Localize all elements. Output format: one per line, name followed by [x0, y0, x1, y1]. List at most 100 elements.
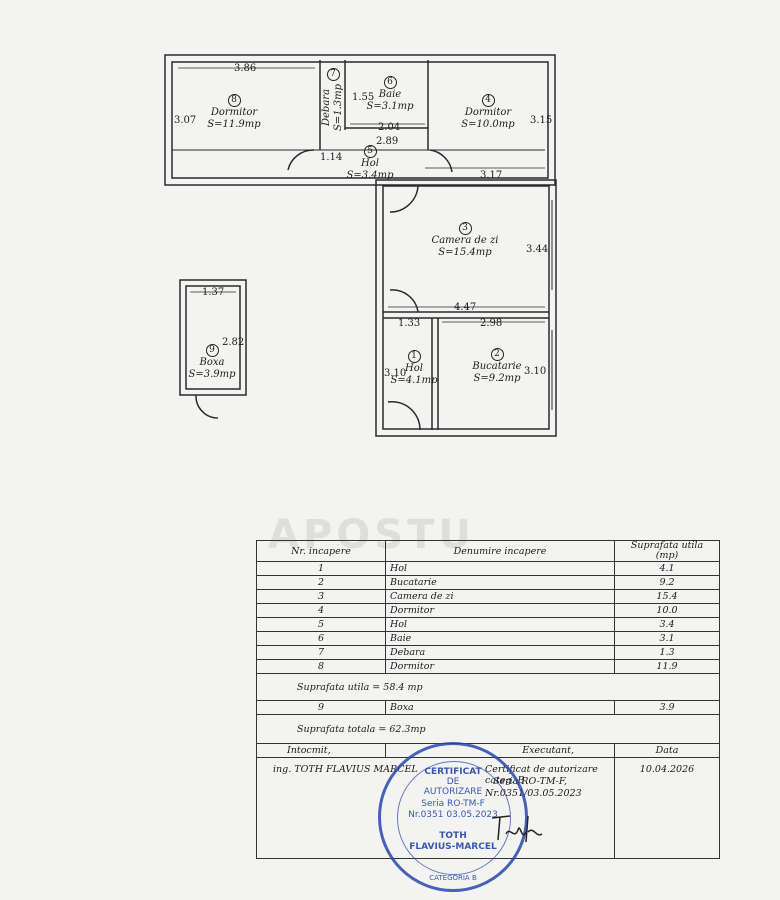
- table-cell: 7: [256, 645, 386, 660]
- grand-total-row: Suprafata totala = 62.3mp: [256, 714, 720, 744]
- room-6: 6 Baie S=3.1mp: [360, 76, 420, 113]
- table-cell: 1.3: [614, 645, 720, 660]
- table-cell: 2: [256, 575, 386, 590]
- table-cell: Hol: [385, 617, 615, 632]
- room-number: 2: [490, 348, 504, 361]
- room-number: 5: [363, 145, 377, 158]
- dimension-label: 1.33: [398, 318, 421, 329]
- table-cell: Debara: [385, 645, 615, 660]
- room-7: 7 Debara S=1.3mp: [320, 68, 346, 131]
- stamp-text: Seria RO-TM-F: [421, 799, 485, 809]
- table-cell: Hol: [385, 561, 615, 576]
- cert-line: Seria RO-TM-F,: [493, 776, 567, 787]
- room-area: S=3.4mp: [346, 170, 394, 181]
- room-name: Baie: [378, 89, 402, 100]
- authorization-stamp: CERTIFICAT DE AUTORIZARE Seria RO-TM-F N…: [378, 742, 528, 892]
- table-cell: 9: [256, 700, 386, 715]
- stamp-text: TOTH: [439, 831, 467, 841]
- dimension-label: 3.44: [526, 244, 549, 255]
- dimension-label: 2.04: [378, 122, 401, 133]
- room-area: S=4.1mp: [390, 375, 438, 386]
- dimension-label: 2.89: [376, 136, 399, 147]
- footer-label: Data: [614, 743, 720, 758]
- dimension-label: 4.47: [454, 302, 477, 313]
- room-number: 1: [407, 350, 421, 363]
- stamp-text: FLAVIUS-MARCEL: [409, 842, 497, 852]
- grand-total: Suprafata totala = 62.3mp: [256, 714, 720, 744]
- table-cell: 3.1: [614, 631, 720, 646]
- room-name: Dormitor: [464, 107, 512, 118]
- table-cell: Baie: [385, 631, 615, 646]
- room-1: 1 Hol S=4.1mp: [388, 350, 440, 387]
- room-number: 4: [481, 94, 495, 107]
- room-2: 2 Bucatarie S=9.2mp: [462, 348, 532, 385]
- dimension-label: 2.82: [222, 337, 245, 348]
- table-cell: Dormitor: [385, 659, 615, 674]
- room-area: S=11.9mp: [207, 119, 261, 130]
- table-header: Denumire incapere: [385, 540, 615, 562]
- room-area: S=9.2mp: [473, 373, 521, 384]
- room-name: Dormitor: [210, 107, 258, 118]
- room-name: Bucatarie: [472, 361, 522, 372]
- room-number: 6: [383, 76, 397, 89]
- stamp-text: Nr.0351 03.05.2023: [408, 810, 498, 820]
- table-cell: 3.9: [614, 700, 720, 715]
- table-cell: 5: [256, 617, 386, 632]
- stamp-inner-ring: [397, 761, 511, 875]
- room-name: Debara: [321, 88, 332, 126]
- table-cell: 10.0: [614, 603, 720, 618]
- dimension-label: 3.17: [480, 170, 503, 181]
- util-total: Suprafata utila = 58.4 mp: [256, 673, 720, 701]
- room-8: 8 Dormitor S=11.9mp: [184, 94, 284, 131]
- table-cell: Boxa: [385, 700, 615, 715]
- room-5: 5 Hol S=3.4mp: [336, 145, 404, 182]
- dimension-label: 3.86: [234, 63, 257, 74]
- signature-icon: [491, 815, 543, 843]
- room-area: S=3.1mp: [366, 101, 414, 112]
- table-header-row: Nr. incapere Denumire incapere Suprafata…: [256, 540, 720, 562]
- stamp-text: CATEGORIA B: [429, 874, 477, 882]
- table-cell: 8: [256, 659, 386, 674]
- room-4: 4 Dormitor S=10.0mp: [448, 94, 528, 131]
- footer-label: Intocmit,: [256, 743, 386, 758]
- table-cell: Camera de zi: [385, 589, 615, 604]
- table-cell: 15.4: [614, 589, 720, 604]
- room-3: 3 Camera de zi S=15.4mp: [420, 222, 510, 259]
- room-name: Camera de zi: [431, 235, 499, 246]
- dimension-label: 3.07: [174, 115, 197, 126]
- table-header: Nr. incapere: [256, 540, 386, 562]
- dimension-label: 3.15: [530, 115, 553, 126]
- room-name: Boxa: [199, 357, 225, 368]
- dimension-label: 1.14: [320, 152, 343, 163]
- stamp-text: DE: [446, 777, 460, 787]
- table-cell: 1: [256, 561, 386, 576]
- table-cell: 4: [256, 603, 386, 618]
- room-9: 9 Boxa S=3.9mp: [186, 344, 238, 381]
- stamp-text: AUTORIZARE: [423, 787, 483, 797]
- room-number: 9: [205, 344, 219, 357]
- table-cell: 6: [256, 631, 386, 646]
- table-cell: Bucatarie: [385, 575, 615, 590]
- table-cell: 9.2: [614, 575, 720, 590]
- room-number: 7: [326, 68, 340, 81]
- room-area: S=3.9mp: [188, 369, 236, 380]
- rooms-table: Nr. incapere Denumire incapere Suprafata…: [256, 540, 720, 859]
- util-total-row: Suprafata utila = 58.4 mp: [256, 673, 720, 701]
- table-cell: 11.9: [614, 659, 720, 674]
- room-area: S=10.0mp: [461, 119, 515, 130]
- table-cell: Dormitor: [385, 603, 615, 618]
- table-cell: 3: [256, 589, 386, 604]
- date-value: 10.04.2026: [614, 757, 720, 859]
- table-cell: 3.4: [614, 617, 720, 632]
- table-header: Suprafata utila (mp): [614, 540, 720, 562]
